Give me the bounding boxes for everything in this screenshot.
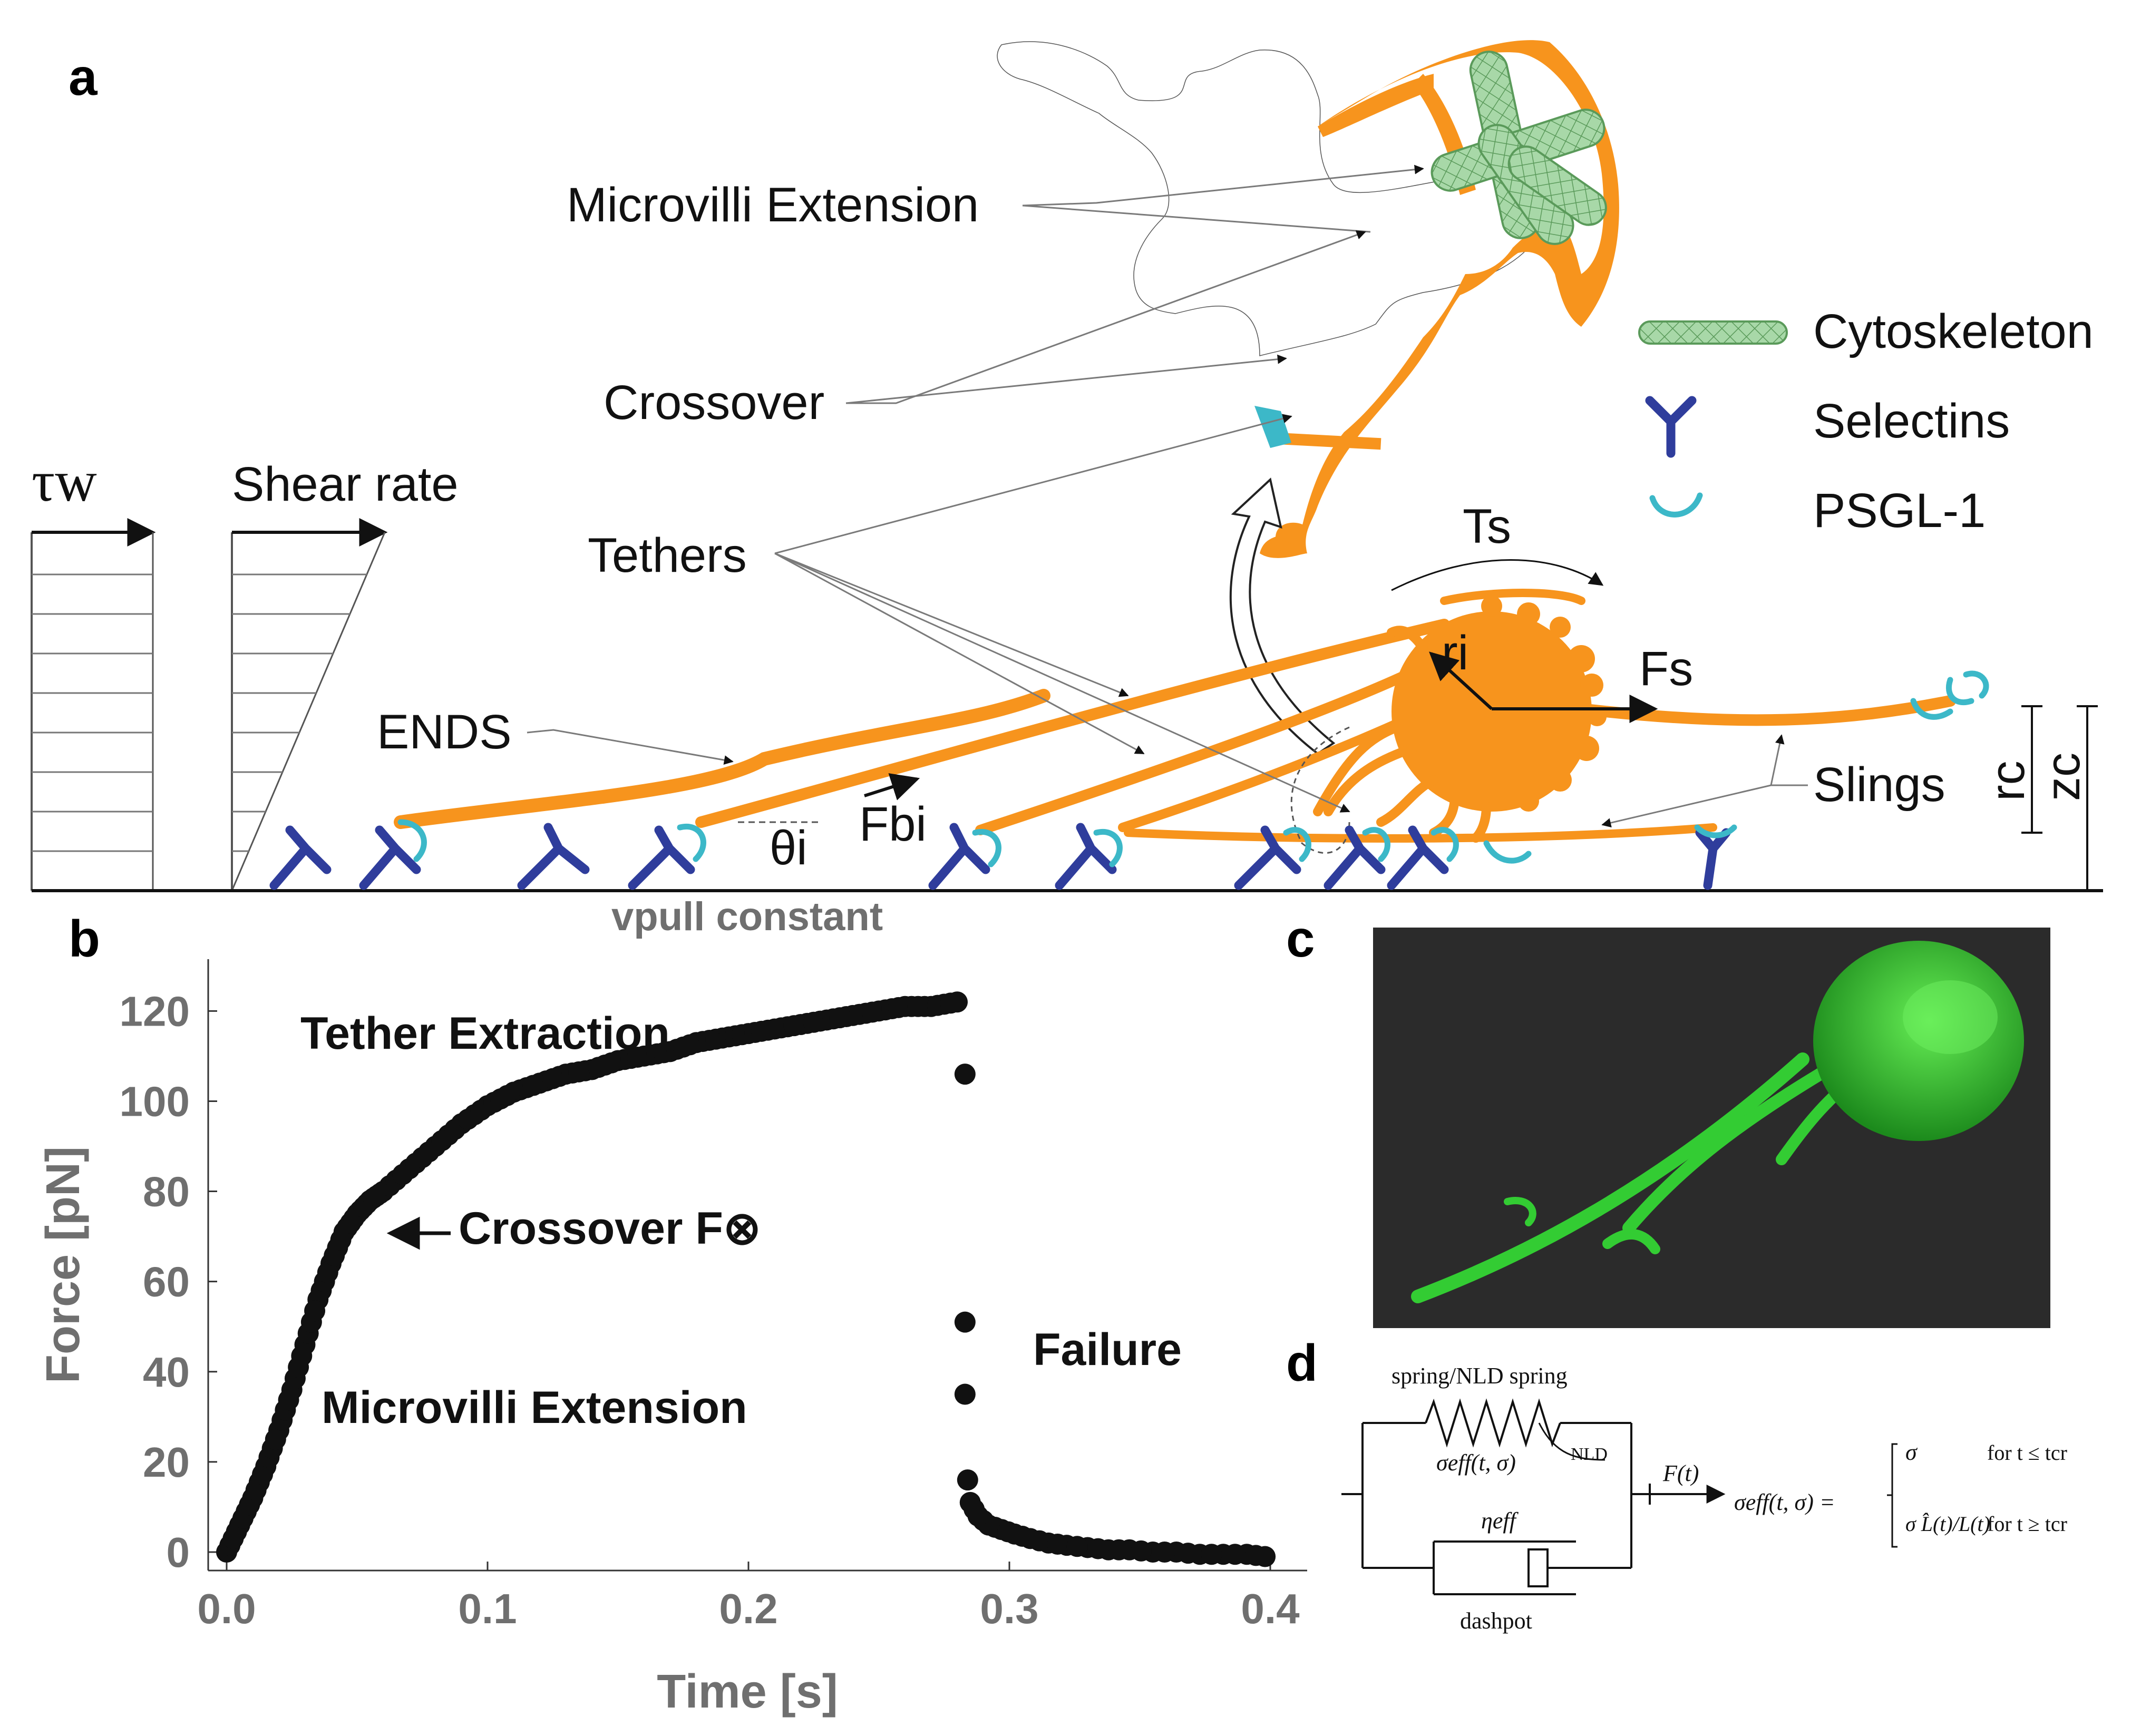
data-point-interp <box>252 1464 274 1485</box>
torque-arrow <box>1391 559 1604 591</box>
panel-label-c: c <box>1286 910 1315 968</box>
case1-value: σ <box>1905 1439 1918 1465</box>
sigma-eff-label: σeff(t, σ) <box>1436 1450 1516 1476</box>
case2-condition: for t ≥ tcr <box>1987 1512 2067 1536</box>
annotation-crossover: Crossover F⊗ <box>459 1203 761 1254</box>
x-tick-label: 0.0 <box>197 1585 256 1632</box>
panel-label-d: d <box>1286 1334 1318 1392</box>
tether-fold-outline <box>1290 726 1350 854</box>
z-c-label: zc <box>2036 753 2090 801</box>
eta-eff-label: ηeff <box>1481 1508 1519 1534</box>
selectin-icon <box>1645 396 1697 458</box>
inset-microvillus <box>1254 40 1619 558</box>
r-c-label: rc <box>1981 760 2035 801</box>
data-point-interp <box>1087 1538 1109 1559</box>
legend-label-psgl1: PSGL-1 <box>1813 484 1986 538</box>
surface-psgl1 <box>397 670 1989 867</box>
data-point-interp <box>304 1300 326 1322</box>
spring-icon <box>1425 1398 1561 1448</box>
data-point-interp <box>1245 1545 1267 1566</box>
data-point-interp <box>1066 1536 1088 1557</box>
annotation-tether-extraction: Tether Extraction <box>300 1008 670 1059</box>
v-pull-label: vpull constant <box>611 894 883 939</box>
data-point <box>957 1469 978 1491</box>
cytoskeleton-icon <box>1638 320 1788 345</box>
force-arrows <box>864 651 1658 801</box>
y-tick-label: 100 <box>120 1078 190 1125</box>
crossover-label: Crossover <box>604 376 824 430</box>
x-tick-label: 0.1 <box>458 1585 517 1632</box>
shear-stress-profile <box>31 518 156 891</box>
data-point-interp <box>940 992 961 1014</box>
x-tick-label: 0.2 <box>719 1585 777 1632</box>
zoom-inset-outline <box>997 41 1542 356</box>
y-tick-label: 0 <box>167 1529 190 1576</box>
panel-label-b: b <box>69 910 100 968</box>
data-point-interp <box>1047 1534 1068 1555</box>
data-point-interp <box>1130 1540 1152 1562</box>
data-point-interp <box>1178 1543 1199 1564</box>
data-point <box>954 1064 976 1085</box>
data-point-interp <box>291 1345 313 1367</box>
annotation-microvilli-extension: Microvilli Extension <box>322 1382 747 1433</box>
y-axis-label: Force [pN] <box>37 1146 90 1383</box>
x-tick-label: 0.4 <box>1241 1585 1300 1632</box>
annotation-failure: Failure <box>1033 1324 1182 1375</box>
slings-label: Slings <box>1813 758 1945 812</box>
height-markers <box>2021 705 2098 891</box>
force-time-chart: 0 20 40 60 80 100 120 0.0 0.1 0.2 0.3 0.4 Time [s]… <box>37 959 1307 1718</box>
microvilli-3d-render <box>1373 928 2050 1328</box>
data-point-interp <box>1224 1544 1246 1565</box>
viscoelastic-model-diagram: spring/NLD spring σeff(t, σ) NLD ηeff da… <box>1341 1363 2067 1634</box>
data-point-interp <box>317 1262 338 1283</box>
y-tick-label: 80 <box>143 1168 190 1215</box>
data-point-interp <box>1201 1544 1222 1565</box>
spring-label: spring/NLD spring <box>1392 1363 1568 1389</box>
data-point <box>954 1311 976 1333</box>
data-point-interp <box>1028 1530 1050 1552</box>
legend: Cytoskeleton Selectins PSGL-1 <box>1638 305 2094 538</box>
f-s-label: Fs <box>1639 642 1693 696</box>
f-of-t-label: F(t) <box>1662 1460 1699 1486</box>
y-tick-label: 40 <box>143 1349 190 1396</box>
piecewise-brace <box>1887 1443 1898 1548</box>
data-point-interp <box>278 1389 299 1411</box>
data-point-interp <box>1011 1526 1033 1547</box>
legend-label-cytoskeleton: Cytoskeleton <box>1813 305 2094 358</box>
r-i-label: ri <box>1442 626 1468 680</box>
data-point-interp <box>265 1429 286 1450</box>
surface-selectins <box>269 823 1731 890</box>
f-bi-label: Fbi <box>859 797 927 851</box>
ends-label: ENDS <box>377 705 512 759</box>
data-point-interp <box>1154 1542 1175 1563</box>
shear-rate-profile <box>231 518 388 891</box>
nld-label: NLD <box>1571 1445 1608 1464</box>
theta-i-label: θi <box>770 821 807 875</box>
case1-condition: for t ≤ tcr <box>1987 1441 2067 1465</box>
x-tick-label: 0.3 <box>980 1585 1038 1632</box>
psgl1-icon <box>1649 492 1703 518</box>
data-point <box>954 1383 976 1405</box>
dashpot-label: dashpot <box>1460 1608 1532 1634</box>
dashpot-piston <box>1527 1548 1549 1587</box>
y-tick-label: 120 <box>120 988 190 1035</box>
t-s-label: Ts <box>1463 500 1511 553</box>
equation-lhs: σeff(t, σ) = <box>1734 1489 1835 1515</box>
y-tick-label: 20 <box>143 1439 190 1486</box>
microvilli-extension-label: Microvilli Extension <box>567 178 979 232</box>
tethers-label: Tethers <box>588 529 747 582</box>
panel-label-a: a <box>69 48 98 106</box>
legend-label-selectins: Selectins <box>1813 394 2010 448</box>
case2-value: σ L̂(t)/L(t) <box>1905 1512 1990 1536</box>
x-axis-label: Time [s] <box>657 1665 838 1718</box>
shear-rate-label: Shear rate <box>232 457 459 511</box>
data-point-interp <box>1108 1539 1130 1561</box>
tethers <box>394 589 1956 843</box>
tau-w-label: τw <box>32 449 97 513</box>
y-tick-label: 60 <box>143 1259 190 1305</box>
